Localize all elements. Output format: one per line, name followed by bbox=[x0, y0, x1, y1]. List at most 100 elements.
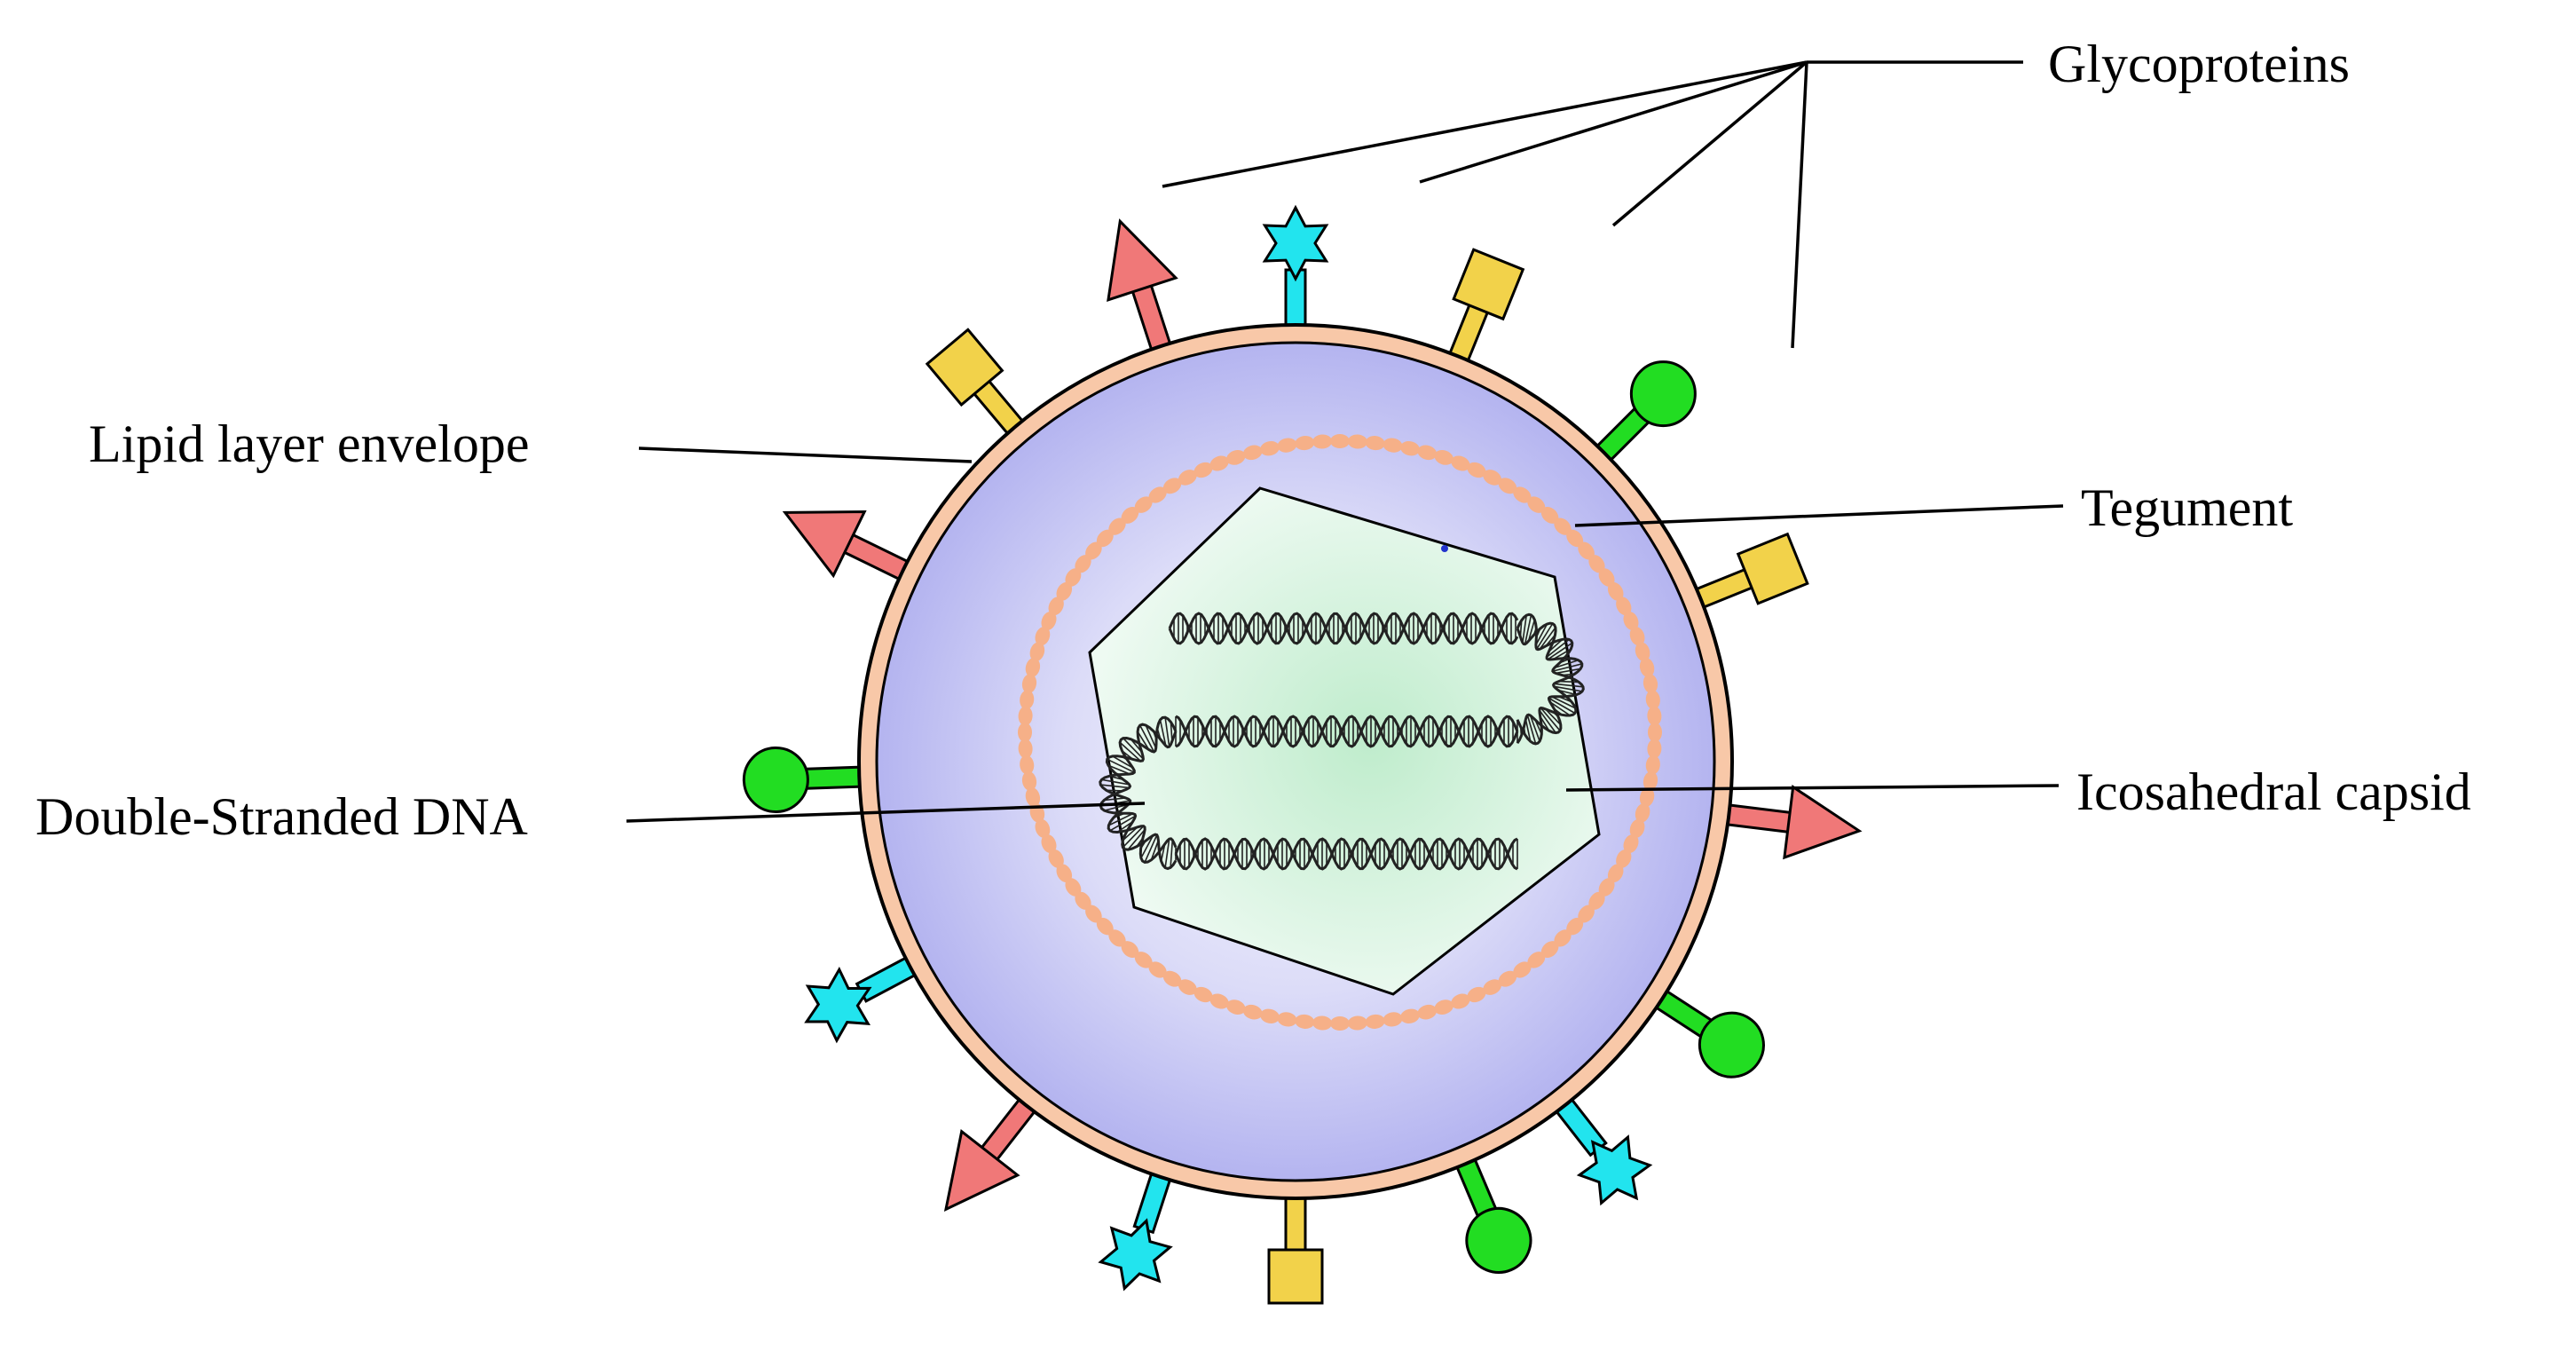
dna-base-pair bbox=[1150, 840, 1160, 861]
tegument-bead bbox=[1383, 1012, 1403, 1027]
tegument-bead bbox=[1029, 642, 1045, 661]
leader-glyco-red bbox=[1162, 60, 1808, 188]
leader-tegument bbox=[1574, 504, 2064, 527]
tegument-bead bbox=[1277, 1012, 1297, 1027]
dna-base-pair bbox=[1547, 642, 1573, 660]
tegument-bead bbox=[1295, 436, 1315, 451]
glycoprotein-star-head bbox=[1098, 1218, 1173, 1292]
dna-base-pair bbox=[1535, 623, 1548, 645]
tegument-bead bbox=[1527, 496, 1546, 513]
glycoprotein-arrow-head-12 bbox=[943, 1092, 1041, 1212]
tegument-bead bbox=[1108, 518, 1126, 535]
tegument-bead bbox=[1540, 506, 1559, 524]
tegument-bead bbox=[1048, 849, 1064, 868]
tegument-bead bbox=[1642, 674, 1658, 694]
dna-base-pair bbox=[1548, 697, 1576, 715]
tegument-bead bbox=[1075, 891, 1091, 910]
tegument-bead bbox=[1527, 952, 1546, 968]
tegument-bead bbox=[1035, 818, 1051, 839]
glycoprotein-arrow-head bbox=[782, 510, 867, 579]
tegument-bead bbox=[1108, 929, 1126, 947]
tegument-bead bbox=[1623, 611, 1639, 631]
tegument-bead bbox=[1607, 864, 1624, 883]
glycoprotein-square-head bbox=[1267, 1248, 1324, 1305]
tegument-bead bbox=[1365, 436, 1385, 451]
tegument-bead bbox=[1096, 917, 1114, 936]
dna-strand-a bbox=[1174, 837, 1518, 871]
tegument-bead bbox=[1635, 642, 1650, 661]
tegument-bead bbox=[1134, 496, 1153, 513]
tegument-bead bbox=[1021, 674, 1037, 694]
tegument-bead bbox=[1400, 1008, 1420, 1023]
dna-strand-a bbox=[1516, 612, 1585, 745]
tegument-bead bbox=[1226, 999, 1246, 1015]
tegument-bead bbox=[1242, 1004, 1263, 1020]
tegument-bead bbox=[1018, 739, 1033, 759]
dna-strand-b bbox=[1099, 723, 1178, 871]
glycoprotein-star-11 bbox=[1098, 1165, 1174, 1292]
dna-base-pair bbox=[1159, 719, 1167, 747]
glycoprotein-square-head bbox=[1452, 248, 1525, 321]
tegument-bead bbox=[1162, 970, 1182, 987]
tegument-bead bbox=[1645, 690, 1660, 710]
label-capsid: Icosahedral capsid bbox=[2076, 762, 2471, 821]
tegument-bead bbox=[1588, 555, 1605, 573]
tegument-bead bbox=[1513, 961, 1532, 978]
glycoprotein-ball-head bbox=[742, 746, 809, 813]
tegument-bead bbox=[1554, 518, 1572, 535]
dna-helix-middle bbox=[1175, 715, 1519, 748]
tegument-bead bbox=[1209, 993, 1229, 1009]
tegument-bead bbox=[1639, 658, 1655, 677]
dna-base-pair bbox=[1524, 614, 1532, 644]
tegument-bead bbox=[1085, 541, 1102, 560]
dna-base-pair bbox=[1554, 659, 1579, 669]
dna-base-pair bbox=[1164, 717, 1170, 747]
tegument-bead bbox=[1498, 970, 1517, 987]
dna-base-pair bbox=[1107, 758, 1135, 773]
leader-glyco-star bbox=[1419, 60, 1808, 184]
tegument-bead bbox=[1242, 445, 1263, 461]
tegument-bead bbox=[1629, 626, 1645, 646]
dna-helix-bottom bbox=[1174, 837, 1518, 871]
tegument-bead bbox=[1018, 706, 1033, 726]
tegument-bead bbox=[1623, 834, 1639, 854]
tegument-bead bbox=[1566, 917, 1584, 936]
tegument-bead bbox=[1648, 723, 1662, 742]
tegument-bead bbox=[1635, 803, 1650, 823]
tegument-bead bbox=[1056, 864, 1073, 883]
tegument-bead bbox=[1178, 979, 1197, 995]
glycoprotein-arrow-head bbox=[1107, 218, 1178, 302]
tegument-bead bbox=[1178, 470, 1197, 486]
tegument-bead bbox=[1096, 529, 1114, 548]
tegument-bead bbox=[1616, 849, 1632, 868]
tegument-bead bbox=[1588, 891, 1605, 910]
tegument-bead bbox=[1647, 739, 1662, 759]
tegument-bead bbox=[1642, 770, 1658, 791]
double-stranded-dna bbox=[1099, 612, 1585, 871]
dna-base-pair bbox=[1144, 834, 1158, 863]
dna-base-pair bbox=[1546, 638, 1570, 658]
glycoprotein-arrow-head-15 bbox=[782, 510, 916, 584]
leader-lipid bbox=[638, 446, 973, 463]
glycoprotein-arrow-head bbox=[943, 1128, 1020, 1212]
label-tegument: Tegument bbox=[2081, 478, 2293, 537]
tegument-bead bbox=[1162, 478, 1182, 494]
dna-base-pair bbox=[1109, 815, 1137, 832]
dna-base-pair bbox=[1107, 764, 1130, 775]
dna-base-pair bbox=[1140, 834, 1154, 858]
glycoprotein-star-head bbox=[804, 967, 872, 1044]
dna-base-pair bbox=[1536, 623, 1554, 650]
tegument-bead bbox=[1513, 486, 1532, 503]
tegument-bead bbox=[1383, 438, 1403, 453]
tegument-bead bbox=[1048, 597, 1064, 616]
tegument-bead bbox=[1434, 999, 1453, 1015]
tegument-bead bbox=[1148, 486, 1167, 503]
glycoprotein-star-head bbox=[1262, 204, 1329, 282]
tegument-bead bbox=[1434, 450, 1453, 465]
dna-strand-b bbox=[1175, 715, 1519, 748]
tegument-bead bbox=[1451, 993, 1470, 1009]
tegument-bead bbox=[1018, 723, 1032, 742]
tegument-bead bbox=[1041, 834, 1057, 854]
dna-base-pair bbox=[1122, 826, 1145, 849]
